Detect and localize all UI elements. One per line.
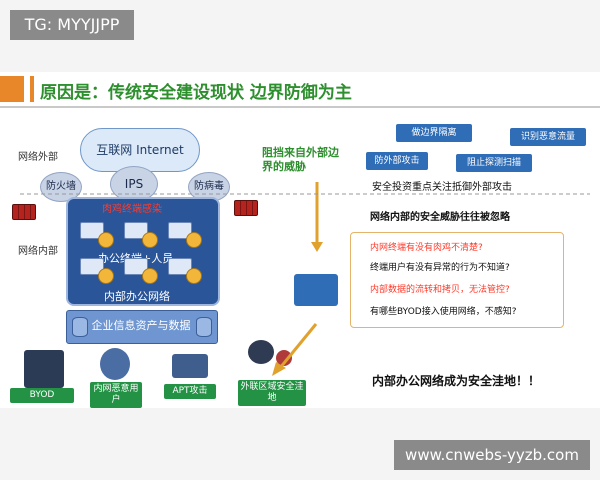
laptop-icon <box>80 222 104 239</box>
chip-boundary-isolation: 做边界隔离 <box>396 124 472 142</box>
threat-line-2: 终端用户有没有异常的行为不知道? <box>370 263 510 273</box>
conclusion: 内部办公网络成为安全洼地！！ <box>372 374 541 388</box>
laptop-icon <box>124 258 148 275</box>
ips-node: IPS <box>110 166 158 202</box>
threat-line-1: 内网终端有没有肉鸡不清楚? <box>370 243 483 253</box>
internal-threat-ignored: 网络内部的安全威胁往往被忽略 <box>370 212 510 223</box>
laptop-icon <box>80 258 104 275</box>
slide: 原因是：传统安全建设现状 边界防御为主 网络外部 网络内部 互联网 Intern… <box>0 72 600 408</box>
laptop-icon <box>168 222 192 239</box>
title-accent-stripe <box>30 76 34 102</box>
external-threat-arrowhead <box>311 242 323 252</box>
zone-label-internal: 网络内部 <box>18 246 58 257</box>
user-icon <box>142 232 158 248</box>
investment-focus: 安全投资重点关注抵御外部攻击 <box>372 182 512 193</box>
bottom-label-apt: APT攻击 <box>164 384 216 399</box>
office-network-label: 内部办公网络 <box>104 290 170 303</box>
user-icon <box>186 268 202 284</box>
slide-title: 原因是：传统安全建设现状 边界防御为主 <box>40 83 352 103</box>
internet-cloud: 互联网 Internet <box>80 128 200 172</box>
chip-scan-block: 阻止探测扫描 <box>456 154 532 172</box>
threat-arrows <box>20 182 590 376</box>
watermark-bottom: www.cnwebs-yyzb.com <box>394 440 590 470</box>
user-icon <box>98 232 114 248</box>
user-icon <box>186 232 202 248</box>
title-accent-bar <box>0 76 24 102</box>
chip-malicious-traffic: 识别恶意流量 <box>510 128 586 146</box>
external-threat-label: 阻挡来自外部边界的威胁 <box>262 146 339 173</box>
bottom-label-byod: BYOD <box>10 388 74 403</box>
infected-terminal-note: 肉鸡终端感染 <box>102 204 162 215</box>
internal-threat-arrowhead <box>272 362 286 376</box>
user-icon <box>142 268 158 284</box>
mobile-phone-icon <box>24 350 64 388</box>
biohazard-icon <box>276 350 292 366</box>
database-icon <box>72 317 88 337</box>
database-icon <box>196 317 212 337</box>
internal-threat-arrow <box>278 323 318 369</box>
firewall-brick-icon <box>234 200 258 216</box>
threat-line-4: 有哪些BYOD接入使用网络，不感知? <box>370 307 517 317</box>
security-device-icon <box>294 274 338 306</box>
firewall-brick-icon <box>12 204 36 220</box>
bottom-label-external: 外联区域安全洼地 <box>238 380 306 406</box>
enterprise-assets-bar <box>66 310 218 344</box>
enterprise-assets-label: 企业信息资产与数据 <box>91 319 191 332</box>
laptop-icon <box>124 222 148 239</box>
firewall-node: 防火墙 <box>40 172 82 202</box>
internal-office-network <box>66 197 220 306</box>
laptop-icon <box>168 258 192 275</box>
watermark-top: TG: MYYJJPP <box>10 10 134 40</box>
chip-external-attack: 防外部攻击 <box>366 152 428 170</box>
internal-threats-box <box>350 232 564 328</box>
zone-label-external: 网络外部 <box>18 152 58 163</box>
bottom-label-malicious-user: 内网恶意用户 <box>90 382 142 408</box>
title-divider <box>0 106 600 108</box>
apt-attack-icon <box>172 354 208 378</box>
threat-line-3: 内部数据的流转和拷贝，无法管控? <box>370 285 510 295</box>
external-link-icon <box>248 340 274 364</box>
user-icon <box>98 268 114 284</box>
malicious-user-icon <box>100 348 130 380</box>
